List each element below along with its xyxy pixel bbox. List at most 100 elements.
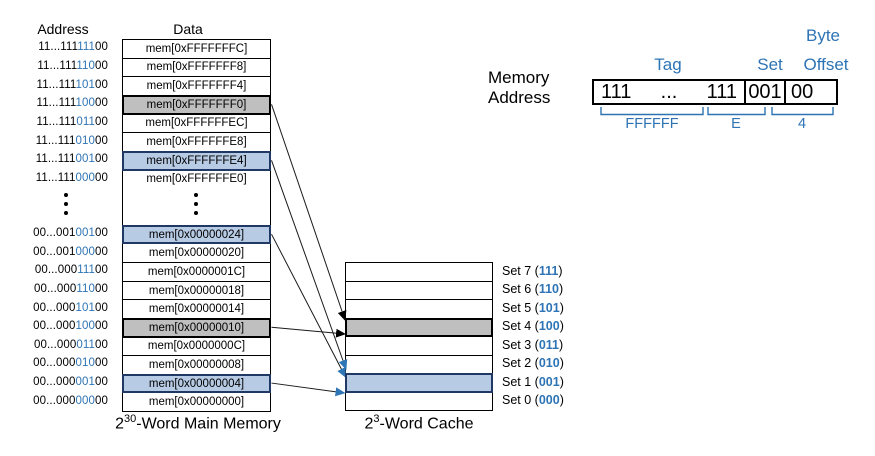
- address-tag-bits: 00...000: [33, 320, 76, 333]
- cache-set-label: Set 7 (111): [502, 264, 562, 278]
- memory-address-binary-label: 11...11100000: [8, 172, 108, 184]
- set-name: Set 3 (: [502, 337, 539, 352]
- memory-row: mem[0xFFFFFFF0]: [122, 94, 271, 115]
- address-set-bits: 110: [76, 283, 95, 295]
- address-tag-bits: 11...111: [36, 97, 76, 110]
- address-offset-bits: 00: [95, 338, 108, 351]
- ellipsis-dots-data: [194, 193, 198, 215]
- address-tag-bits: 00...000: [33, 357, 76, 370]
- cache-table: [345, 262, 493, 411]
- address-tag-bits: 00...000: [33, 376, 76, 389]
- dot: [194, 193, 198, 197]
- memory-cell-data: mem[0xFFFFFFF8]: [146, 61, 247, 74]
- mapping-arrow: [271, 233, 346, 378]
- set-paren: ): [559, 319, 564, 334]
- memory-row: mem[0xFFFFFFE4]: [122, 150, 271, 171]
- memory-address-label: Memory Address: [488, 68, 550, 108]
- memory-address-binary-label: 11...11110000: [8, 97, 108, 109]
- address-offset-bits: 00: [95, 227, 108, 240]
- memory-address-label-line1: Memory: [488, 68, 550, 87]
- tag-value-dots: ...: [660, 80, 678, 103]
- address-tag-bits: 11...111: [35, 171, 76, 184]
- address-offset-bits: 00: [95, 134, 108, 147]
- address-set-bits: 111: [77, 41, 95, 54]
- memory-cell-data: mem[0xFFFFFFE4]: [146, 154, 247, 167]
- memory-cell-data: mem[0xFFFFFFF0]: [146, 98, 247, 111]
- memory-row: mem[0x0000001C]: [122, 262, 271, 282]
- address-offset-bits: 00: [95, 320, 108, 333]
- caption-exponent: 30: [124, 413, 137, 425]
- memory-cell-data: mem[0x00000000]: [148, 396, 245, 409]
- address-offset-bits: 00: [95, 301, 108, 314]
- memory-address-binary-label: 00...00010100: [8, 302, 108, 314]
- mapping-arrow: [271, 104, 347, 321]
- address-set-bits: 111: [77, 264, 95, 277]
- memory-cell-data: mem[0x00000018]: [148, 284, 245, 297]
- ellipsis-dots-address: [64, 193, 68, 215]
- address-offset-bits: 00: [95, 357, 108, 370]
- cache-set-label: Set 2 (010): [502, 356, 564, 370]
- set-name: Set 1 (: [502, 374, 539, 389]
- memory-address-box: 111 ... 111 001 00: [592, 79, 838, 105]
- cache-set-label: Set 5 (101): [502, 301, 564, 315]
- address-tag-bits: 11...111: [35, 153, 76, 166]
- cache-row: [345, 299, 493, 319]
- address-set-bits: 000: [75, 245, 95, 258]
- memory-cell-data: mem[0x00000020]: [148, 247, 245, 260]
- address-set-bits: 000: [75, 171, 95, 184]
- caption-base: 2: [115, 415, 125, 433]
- set-name: Set 2 (: [502, 356, 539, 371]
- address-set-bits: 100: [75, 320, 95, 333]
- memory-row: mem[0x00000008]: [122, 355, 271, 375]
- set-bits: 110: [538, 282, 559, 297]
- memory-address-binary-label: 11...11111000: [8, 60, 108, 72]
- memory-address-label-line2: Address: [488, 88, 551, 107]
- memory-address-binary-label: 00...00011000: [8, 283, 108, 295]
- set-name: Set 6 (: [502, 282, 539, 297]
- tag-field-value: 111 ... 111: [594, 81, 744, 103]
- address-set-bits: 010: [75, 357, 95, 370]
- field-range-bracket: [707, 107, 766, 116]
- low-hex-label: 4: [797, 116, 807, 132]
- cache-row: [345, 317, 493, 337]
- memory-row: mem[0x00000000]: [122, 392, 271, 412]
- memory-address-binary-label: 00...00001100: [8, 339, 108, 351]
- address-set-bits: 001: [75, 153, 95, 166]
- set-bits: 010: [538, 356, 560, 371]
- memory-address-binary-label: 11...11110100: [8, 79, 108, 91]
- address-set-bits: 011: [76, 338, 95, 351]
- address-tag-bits: 11...111: [35, 134, 76, 147]
- address-set-bits: 101: [75, 301, 95, 314]
- memory-row: mem[0x0000000C]: [122, 336, 271, 357]
- set-field-value: 001: [744, 81, 784, 103]
- address-offset-bits: 00: [95, 376, 108, 389]
- memory-row: mem[0x00000014]: [122, 299, 271, 319]
- memory-address-binary-label: 00...00000100: [8, 376, 108, 388]
- address-tag-bits: 11...111: [38, 41, 78, 54]
- set-bits: 001: [538, 374, 560, 389]
- set-paren: ): [559, 300, 564, 315]
- memory-cell-data: mem[0xFFFFFFE8]: [146, 136, 247, 149]
- offset-field-value: 00: [784, 81, 836, 103]
- set-paren: ): [559, 337, 564, 352]
- dot: [194, 211, 198, 215]
- memory-row: mem[0xFFFFFFF8]: [122, 57, 271, 78]
- address-set-bits: 000: [75, 394, 95, 407]
- set-name: Set 4 (: [502, 319, 539, 334]
- set-name: Set 5 (: [502, 300, 539, 315]
- set-bits: 100: [538, 319, 560, 334]
- address-set-bits: 100: [75, 97, 95, 110]
- tag-hex-label: FFFFFF: [625, 116, 679, 132]
- cache-set-label: Set 4 (100): [502, 319, 564, 333]
- tag-value-right: 111: [706, 80, 737, 103]
- memory-address-binary-label: 11...11101000: [8, 135, 108, 147]
- memory-address-binary-label: 11...11100100: [8, 153, 108, 165]
- cache-set-label: Set 1 (001): [502, 375, 564, 389]
- byte-field-label: Byte: [805, 26, 841, 45]
- address-tag-bits: 00...000: [33, 283, 77, 295]
- memory-address-binary-label: 00...00010000: [8, 320, 108, 332]
- dot: [64, 211, 68, 215]
- cache-row: [345, 354, 493, 374]
- set-bits: 111: [538, 263, 559, 278]
